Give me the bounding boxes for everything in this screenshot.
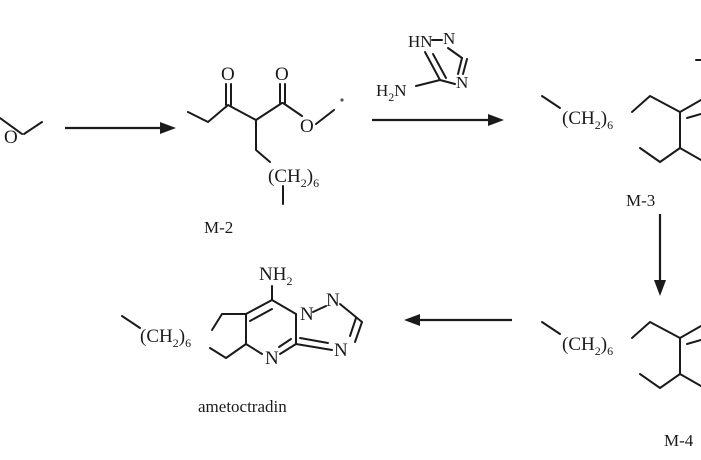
- m2-structure: O O O (CH2)6 M-2: [187, 64, 335, 237]
- m4-structure: (CH2)6 M-4: [541, 321, 701, 450]
- m3-chain-ch2: (CH2)6: [562, 108, 613, 132]
- m3-label: M-3: [626, 191, 655, 210]
- m4-chain-ch2: (CH2)6: [562, 334, 613, 358]
- arrow-step-3: [654, 214, 666, 296]
- arrow-step-4: [404, 314, 512, 326]
- stray-dot: [340, 98, 344, 102]
- starting-ester: O: [0, 117, 43, 148]
- m2-chain-ch2: (CH2)6: [268, 166, 319, 190]
- m4-label: M-4: [664, 431, 694, 450]
- triazole-hn-label: HN: [408, 32, 433, 51]
- ametoctradin-n-triazole-1: N: [326, 290, 340, 311]
- triazole-n2-label: N: [443, 29, 455, 48]
- ametoctradin-label: ametoctradin: [198, 397, 287, 416]
- ester-oxygen-label: O: [4, 127, 18, 148]
- ametoctradin-structure: (CH2)6 N NH2 N N N ametoctradin: [121, 264, 363, 416]
- m2-ester-carbonyl-oxygen: O: [275, 64, 289, 85]
- m2-ester-oxygen: O: [300, 116, 314, 137]
- arrow-step-1: [65, 122, 176, 134]
- ametoctradin-n-bridge: N: [300, 304, 314, 325]
- triazole-n4-label: N: [456, 73, 468, 92]
- m2-label: M-2: [204, 218, 233, 237]
- ametoctradin-n-triazole-2: N: [334, 340, 348, 361]
- arrow-step-2: [372, 114, 504, 126]
- triazole-amine-label: H2N: [376, 81, 407, 104]
- ametoctradin-chain-ch2: (CH2)6: [140, 326, 191, 350]
- m3-structure: (CH2)6 M-3: [541, 59, 701, 210]
- m2-ketone-oxygen: O: [221, 64, 235, 85]
- ametoctradin-amino: NH2: [259, 264, 292, 288]
- ametoctradin-n-pyrimidine: N: [265, 348, 279, 369]
- aminotriazole-reagent: HN N N H2N: [376, 29, 468, 104]
